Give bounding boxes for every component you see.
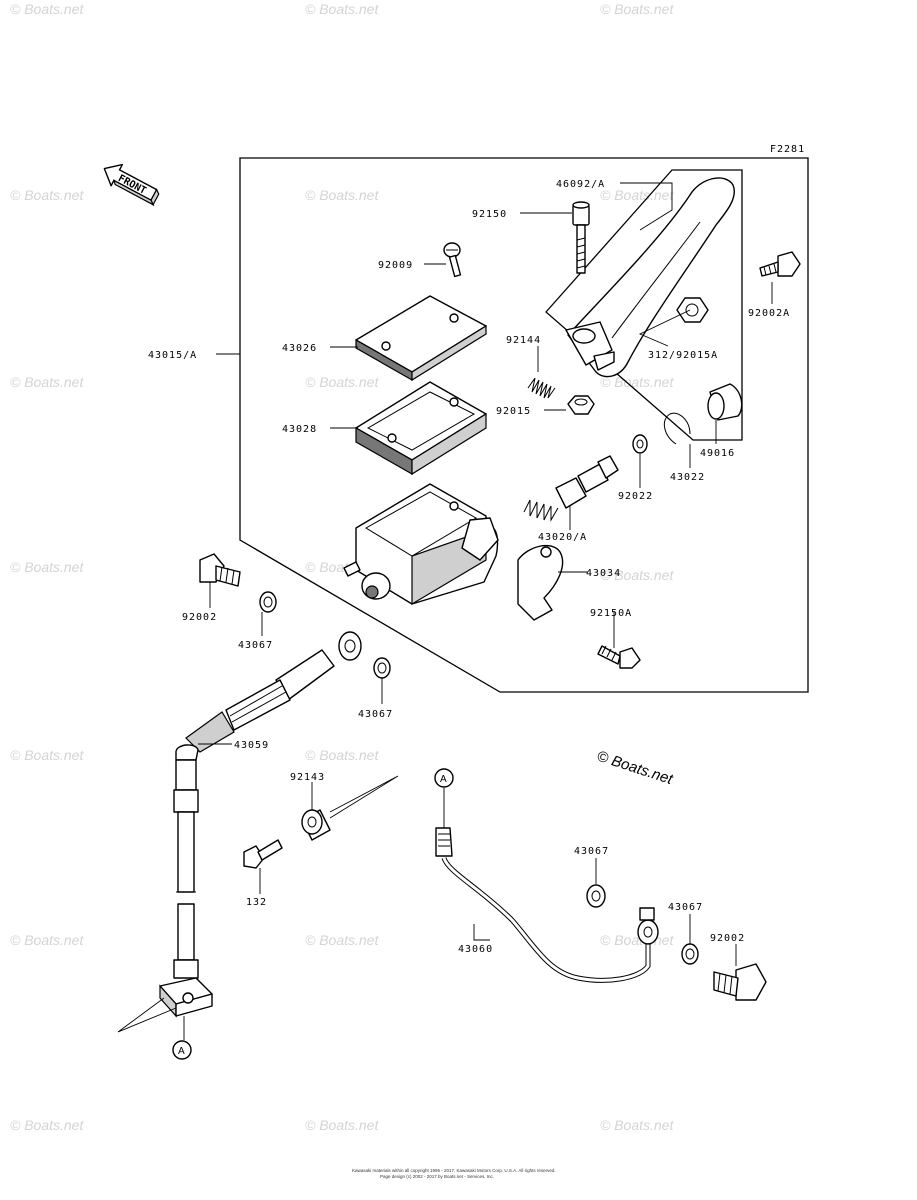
watermark: © Boats.net — [305, 374, 379, 390]
watermark: © Boats.net — [10, 374, 84, 390]
circlip — [663, 412, 691, 445]
part-label: 43067 — [238, 640, 273, 651]
part-label: 92015 — [496, 406, 531, 417]
copper-washer — [373, 657, 391, 679]
part-label: 43067 — [574, 846, 609, 857]
part-label: 132 — [246, 897, 267, 908]
lever-spring — [527, 377, 556, 399]
clamp-bolt — [597, 645, 641, 669]
part-label: 49016 — [700, 448, 735, 459]
brake-hose-lower — [159, 759, 213, 1018]
assembly-frame — [239, 157, 809, 693]
brake-lever — [565, 177, 735, 378]
watermark: © Boats.net — [10, 1, 84, 17]
callout-a-bottom: A — [172, 1040, 192, 1060]
master-cylinder-body — [343, 483, 499, 606]
part-label: 92143 — [290, 772, 325, 783]
part-label: 43060 — [458, 944, 493, 955]
part-label: 92002A — [748, 308, 790, 319]
brake-pipe — [435, 827, 659, 983]
part-label: 43026 — [282, 343, 317, 354]
part-label: 92150 — [472, 209, 507, 220]
watermark: © Boats.net — [10, 1117, 84, 1133]
part-label: 43015/A — [148, 350, 197, 361]
part-label: 92022 — [618, 491, 653, 502]
part-label: 46092/A — [556, 179, 605, 190]
watermark: © Boats.net — [10, 559, 84, 575]
part-label: 312/92015A — [648, 350, 718, 361]
banjo-bolt-lower — [713, 963, 767, 1001]
watermark: © Boats.net — [305, 932, 379, 948]
watermark: © Boats.net — [305, 187, 379, 203]
watermark-main: © Boats.net — [595, 748, 676, 789]
footer-copyright: Kawasaki materials within all copyright … — [352, 1168, 556, 1173]
footer-design: Page design (c) 2002 - 2017 by Boats.net… — [380, 1174, 494, 1179]
banjo-bolt-upper — [199, 553, 241, 587]
part-label: 92002 — [710, 933, 745, 944]
callout-letter: A — [178, 1046, 185, 1057]
copper-washer — [681, 943, 699, 965]
front-arrow-icon: FRONT — [103, 163, 160, 207]
copper-washer — [259, 591, 277, 613]
watermark: © Boats.net — [600, 374, 674, 390]
part-label: 43067 — [358, 709, 393, 720]
pivot-nut — [567, 395, 595, 415]
part-label: 43022 — [670, 472, 705, 483]
part-label: 92002 — [182, 612, 217, 623]
part-label: 43067 — [668, 902, 703, 913]
part-label: 43034 — [586, 568, 621, 579]
handlebar-clamp — [517, 544, 564, 621]
reservoir-cap — [355, 295, 487, 382]
watermark: © Boats.net — [10, 932, 84, 948]
brake-hose-upper — [175, 631, 362, 761]
part-label: 92144 — [506, 335, 541, 346]
mirror-bolt — [759, 251, 801, 277]
part-label: 92150A — [590, 608, 632, 619]
watermark: © Boats.net — [600, 187, 674, 203]
piston-washer — [632, 434, 648, 454]
watermark: © Boats.net — [305, 1117, 379, 1133]
pivot-bolt — [572, 201, 590, 274]
part-label: 43020/A — [538, 532, 587, 543]
cover-screw — [443, 242, 462, 278]
watermark: © Boats.net — [10, 747, 84, 763]
diagram-code: F2281 — [770, 144, 805, 155]
lever-nut — [676, 297, 709, 323]
part-label: 43059 — [234, 740, 269, 751]
watermark: © Boats.net — [10, 187, 84, 203]
callout-a-top: A — [434, 768, 454, 788]
watermark: © Boats.net — [600, 932, 674, 948]
watermark: © Boats.net — [600, 1, 674, 17]
hose-clamp-bolt — [243, 839, 283, 869]
hose-collar — [301, 809, 331, 841]
piston-kit — [523, 455, 619, 522]
callout-letter: A — [440, 774, 447, 785]
copper-washer — [586, 884, 606, 908]
part-labels: 46092/A 92150 92009 92002A 43026 43015/A… — [148, 179, 790, 955]
leader-lines — [117, 182, 773, 1040]
watermark: © Boats.net — [600, 1117, 674, 1133]
watermark: © Boats.net — [305, 747, 379, 763]
watermark: © Boats.net — [600, 567, 674, 583]
lever-inset-frame — [545, 169, 743, 441]
watermark: © Boats.net — [305, 1, 379, 17]
part-label: 92009 — [378, 260, 413, 271]
dust-boot — [707, 383, 743, 421]
part-label: 43028 — [282, 424, 317, 435]
diaphragm — [355, 381, 487, 476]
